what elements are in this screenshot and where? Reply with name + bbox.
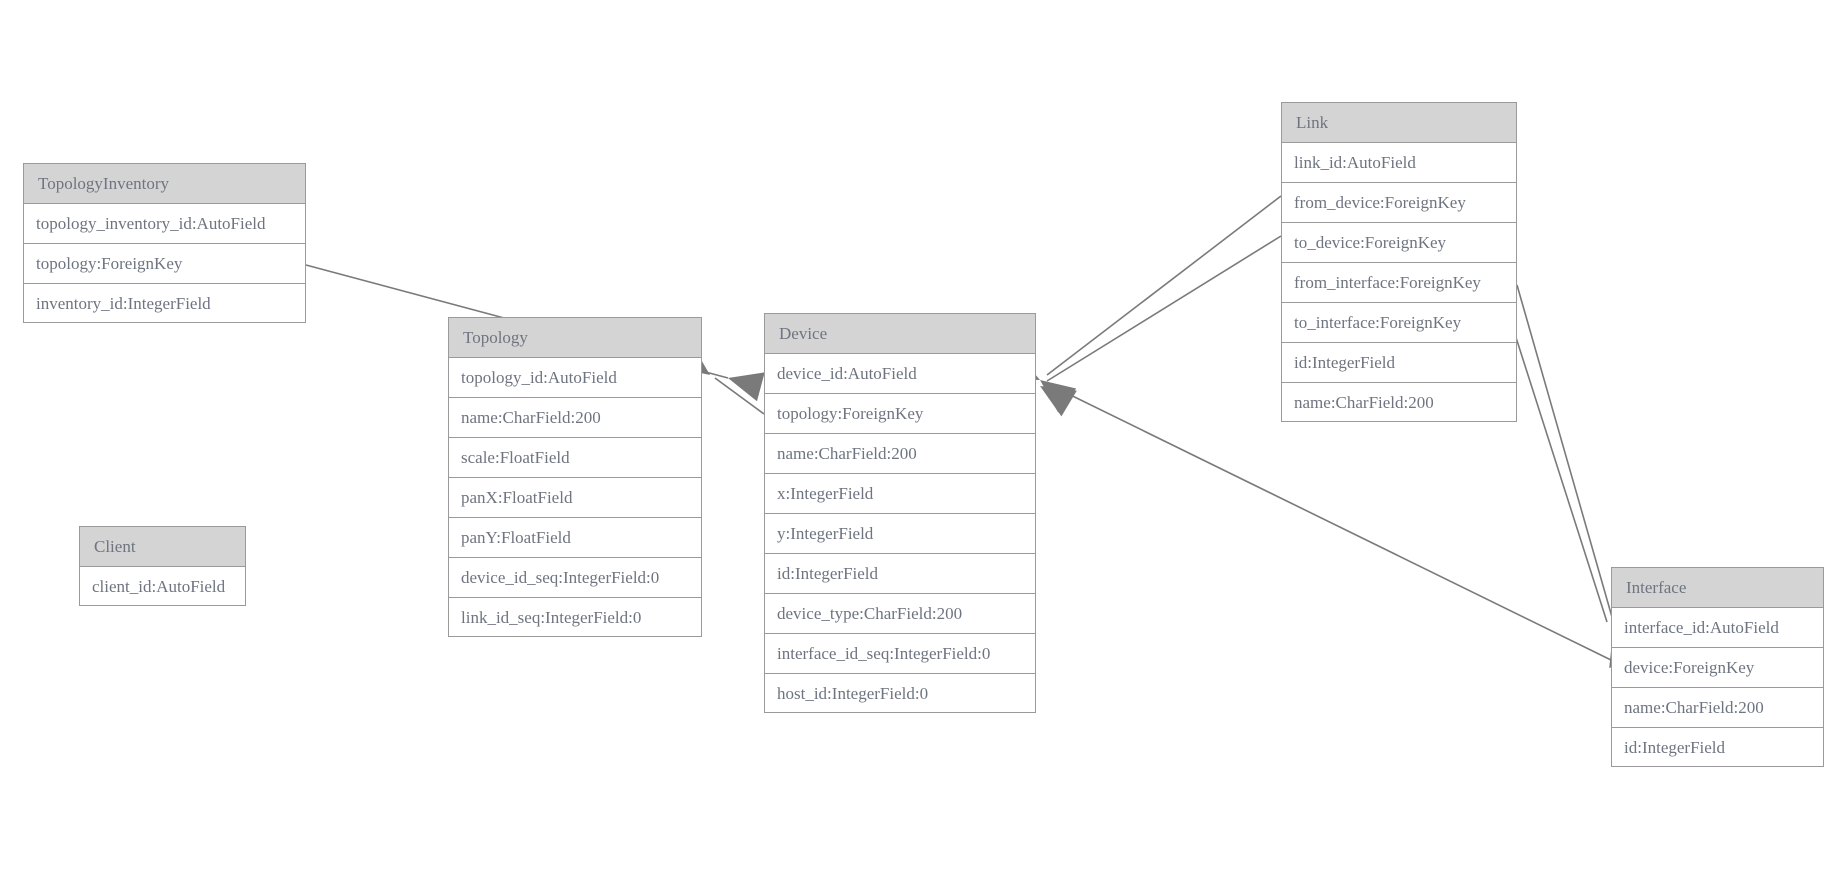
field-row: from_device:ForeignKey — [1282, 183, 1516, 223]
field-row: to_interface:ForeignKey — [1282, 303, 1516, 343]
field-row: device_type:CharField:200 — [765, 594, 1035, 634]
field-row: id:IntegerField — [1282, 343, 1516, 383]
relationship-arrowhead — [1040, 386, 1077, 417]
field-row: topology_id:AutoField — [449, 358, 701, 398]
field-row: name:CharField:200 — [1612, 688, 1823, 728]
field-row: panY:FloatField — [449, 518, 701, 558]
field-row: host_id:IntegerField:0 — [777, 684, 929, 703]
field-row: name:CharField:200 — [449, 398, 701, 438]
relationship-line — [1046, 235, 1282, 382]
field-row: scale:FloatField — [449, 438, 701, 478]
field-row: link_id:AutoField — [1282, 143, 1516, 183]
relationship-line — [1516, 284, 1613, 618]
field-row: interface_id_seq:IntegerField:0 — [765, 634, 1035, 674]
field-row: id:IntegerField — [765, 554, 1035, 594]
field-row: topology:ForeignKey — [24, 244, 305, 284]
field-row: y:IntegerField — [765, 514, 1035, 554]
field-row: device_id_seq:IntegerField:0 — [449, 558, 701, 598]
field-row: name:CharField:200 — [1294, 393, 1434, 412]
field-row: topology_inventory_id:AutoField — [24, 204, 305, 244]
field-row: id:IntegerField — [1624, 738, 1726, 757]
relationship-arrowhead — [1040, 380, 1077, 413]
field-row: interface_id:AutoField — [1612, 608, 1823, 648]
entity-title-client: Client — [80, 527, 245, 567]
relationship-line — [714, 377, 765, 415]
field-row: inventory_id:IntegerField — [36, 294, 211, 313]
field-row: client_id:AutoField — [92, 577, 226, 596]
relationship-line — [1046, 195, 1282, 376]
entity-title-topology_inventory: TopologyInventory — [24, 164, 305, 204]
field-row: name:CharField:200 — [765, 434, 1035, 474]
entity-title-link: Link — [1282, 103, 1516, 143]
entity-client[interactable]: Client client_id:AutoField — [79, 526, 246, 606]
entity-fields-client: client_id:AutoField — [80, 567, 245, 607]
relationship-line — [1511, 324, 1608, 623]
field-row: topology:ForeignKey — [765, 394, 1035, 434]
entity-title-interface: Interface — [1612, 568, 1823, 608]
field-row: to_device:ForeignKey — [1282, 223, 1516, 263]
relationship-arrowhead — [728, 372, 765, 402]
field-row: from_interface:ForeignKey — [1282, 263, 1516, 303]
field-row: device_id:AutoField — [765, 354, 1035, 394]
field-row: x:IntegerField — [765, 474, 1035, 514]
field-row: device:ForeignKey — [1612, 648, 1823, 688]
rel-link-todevice — [1040, 235, 1282, 417]
field-row: link_id_seq:IntegerField:0 — [461, 608, 642, 627]
rel-link-fromdevice — [1040, 195, 1282, 413]
field-row: panX:FloatField — [449, 478, 701, 518]
entity-title-topology: Topology — [449, 318, 701, 358]
entity-title-device: Device — [765, 314, 1035, 354]
relationship-line — [1045, 382, 1612, 661]
